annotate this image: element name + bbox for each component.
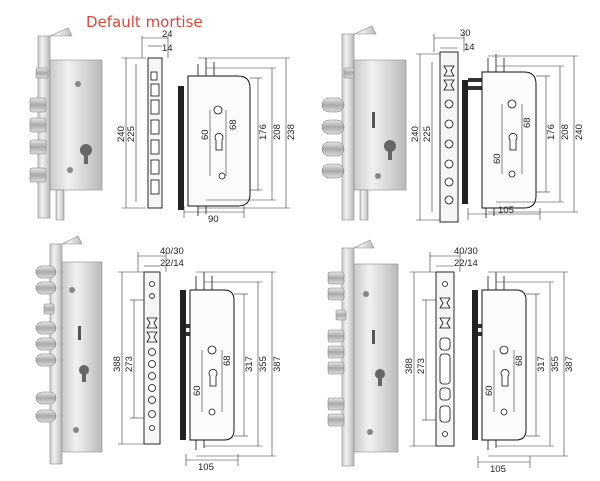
panel-top-right: 30 14 240 225	[321, 25, 585, 223]
faceplate-drawing-top-right: 30 14 240 225	[410, 28, 475, 223]
panel-top-left: 24 14 240 225	[29, 27, 297, 225]
dim-right-3: 387	[564, 356, 575, 372]
case-drawing-bottom-right: 317 355 387 60 68 105	[472, 271, 575, 475]
dim-right-1: 176	[258, 124, 269, 140]
dim-bottom: 105	[198, 462, 214, 473]
dim-inner-1: 60	[192, 385, 203, 396]
dim-left-2: 273	[416, 358, 427, 374]
dim-top-2: 22/14	[454, 258, 478, 269]
lock-photo-bottom-left	[35, 235, 103, 465]
dim-top-2: 22/14	[160, 258, 184, 269]
diagram-title: Default mortise	[86, 13, 203, 31]
dim-inner-2: 68	[222, 355, 233, 366]
dim-bottom: 90	[208, 214, 219, 225]
lock-photo-top-right	[321, 25, 407, 221]
panel-bottom-right: 40/30 22/14 388 273	[327, 239, 575, 475]
dim-inner-1: 60	[492, 153, 503, 164]
dim-right-1: 317	[536, 356, 547, 372]
dim-right-1: 176	[546, 124, 557, 140]
dim-right-3: 238	[286, 124, 297, 140]
dim-left-1: 240	[116, 126, 127, 142]
dim-inner-2: 68	[514, 355, 525, 366]
panel-bottom-left: 40/30 22/14 388 273	[35, 235, 283, 473]
dim-left-1: 240	[410, 126, 421, 142]
dim-top-1: 30	[460, 28, 471, 39]
faceplate-drawing-bottom-left: 40/30 22/14 388 273	[112, 246, 184, 445]
dim-left-1: 388	[404, 358, 415, 374]
dim-right-3: 240	[574, 124, 585, 140]
dim-right-1: 317	[244, 356, 255, 372]
dim-top-1: 24	[162, 29, 173, 40]
dim-bottom: 105	[498, 205, 514, 216]
dim-top-2: 14	[162, 43, 173, 54]
dim-left-2: 273	[124, 356, 135, 372]
dim-right-2: 355	[258, 356, 269, 372]
lock-photo-top-left	[29, 27, 103, 221]
dim-right-2: 208	[560, 124, 571, 140]
dim-top-1: 40/30	[160, 246, 184, 257]
dim-inner-1: 60	[200, 129, 211, 140]
dim-top-2: 14	[464, 42, 475, 53]
case-drawing-top-right: 176 208 240 60 68 105	[462, 54, 585, 220]
dim-left-2: 225	[422, 126, 433, 142]
dim-top-1: 40/30	[454, 246, 478, 257]
faceplate-drawing-bottom-right: 40/30 22/14 388 273	[404, 246, 478, 447]
dim-inner-2: 68	[522, 117, 533, 128]
faceplate-drawing-top-left: 24 14 240 225	[116, 29, 173, 209]
lock-photo-bottom-right	[327, 239, 399, 467]
dim-left-1: 388	[112, 356, 123, 372]
dim-inner-2: 68	[228, 119, 239, 130]
dim-right-2: 208	[272, 124, 283, 140]
dim-inner-1: 60	[484, 385, 495, 396]
dim-right-3: 387	[272, 356, 283, 372]
dim-right-2: 355	[550, 356, 561, 372]
case-drawing-bottom-left: 317 355 387 60 68 105	[180, 271, 283, 473]
dim-bottom: 105	[490, 464, 506, 475]
dim-left-2: 225	[126, 126, 137, 142]
case-drawing-top-left: 176 208 238 60 68 90	[178, 57, 297, 225]
